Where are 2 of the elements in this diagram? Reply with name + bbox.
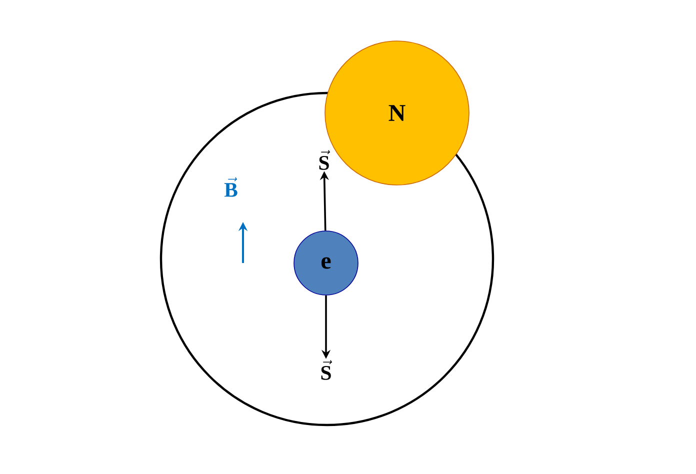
vector-label: $\vec{\mathbf{S}}$ [321, 360, 332, 380]
vector-label: $\vec{\mathbf{B}}$ [224, 177, 238, 197]
